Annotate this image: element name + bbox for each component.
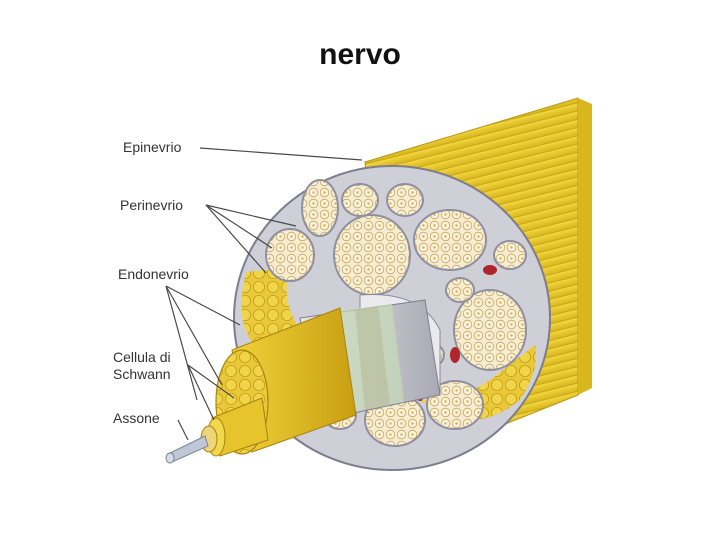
- label-cellula-line2: Schwann: [113, 366, 171, 382]
- label-assone: Assone: [113, 410, 160, 426]
- label-endonevrio: Endonevrio: [118, 266, 189, 282]
- single-fiber: [165, 397, 269, 464]
- label-epinevrio: Epinevrio: [123, 139, 182, 155]
- leader-lines: [165, 147, 363, 441]
- label-cellula-line1: Cellula di: [113, 349, 171, 365]
- label-perinevrio: Perinevrio: [120, 197, 184, 213]
- diagram-title: nervo: [319, 38, 401, 71]
